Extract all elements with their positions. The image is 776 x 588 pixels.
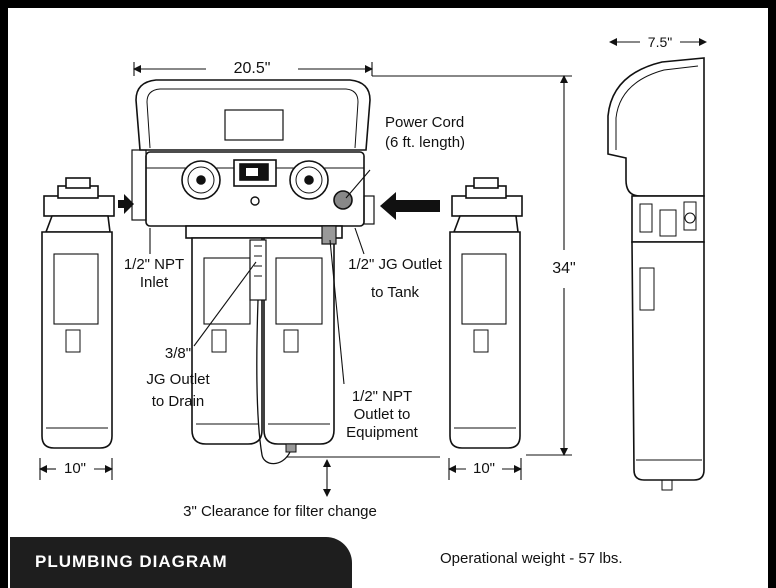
- filter-cartridge-2: [263, 237, 335, 445]
- dimension-width-top: [133, 62, 373, 76]
- width-side-label: 7.5": [647, 34, 673, 50]
- jg-tank-label-line2: to Tank: [370, 284, 420, 301]
- clearance-label: 3" Clearance for filter change: [183, 503, 377, 520]
- filter-right-width-label: 10": [472, 460, 495, 477]
- section-tab: [10, 537, 352, 588]
- left-prefilter: [41, 177, 115, 449]
- inlet-label-line1: 1/2" NPT: [123, 256, 185, 273]
- leader-lines: [149, 169, 371, 385]
- inlet-label-line2: Inlet: [139, 274, 169, 291]
- drain-label-line1: 3/8": [164, 345, 192, 362]
- npt-equip-label-line1: 1/2" NPT: [351, 388, 413, 405]
- side-view-unit: [607, 57, 705, 491]
- dimension-filter-left: [39, 458, 113, 480]
- drain-label-line2: JG Outlet: [146, 371, 210, 388]
- filter-left-width-label: 10": [63, 460, 86, 477]
- width-top-label: 20.5": [233, 60, 271, 77]
- dimension-filter-right: [448, 458, 522, 480]
- main-unit: [131, 79, 375, 465]
- height-label: 34": [552, 260, 576, 277]
- power-cord-length-label: (6 ft. length): [385, 134, 466, 151]
- dimension-clearance: [286, 456, 440, 497]
- npt-equip-label-line3: Equipment: [346, 424, 418, 441]
- dimension-height: [372, 75, 572, 456]
- operational-weight-label: Operational weight - 57 lbs.: [440, 550, 623, 567]
- right-prefilter: [449, 177, 523, 449]
- outlet-flow-arrow: [380, 192, 440, 220]
- drain-label-line3: to Drain: [151, 393, 205, 410]
- inlet-flow-arrow: [118, 194, 134, 214]
- power-cord-label: Power Cord: [385, 114, 465, 131]
- jg-tank-label-line1: 1/2" JG Outlet: [348, 256, 442, 273]
- npt-equip-label-line2: Outlet to: [353, 406, 411, 423]
- section-title: PLUMBING DIAGRAM: [35, 552, 228, 571]
